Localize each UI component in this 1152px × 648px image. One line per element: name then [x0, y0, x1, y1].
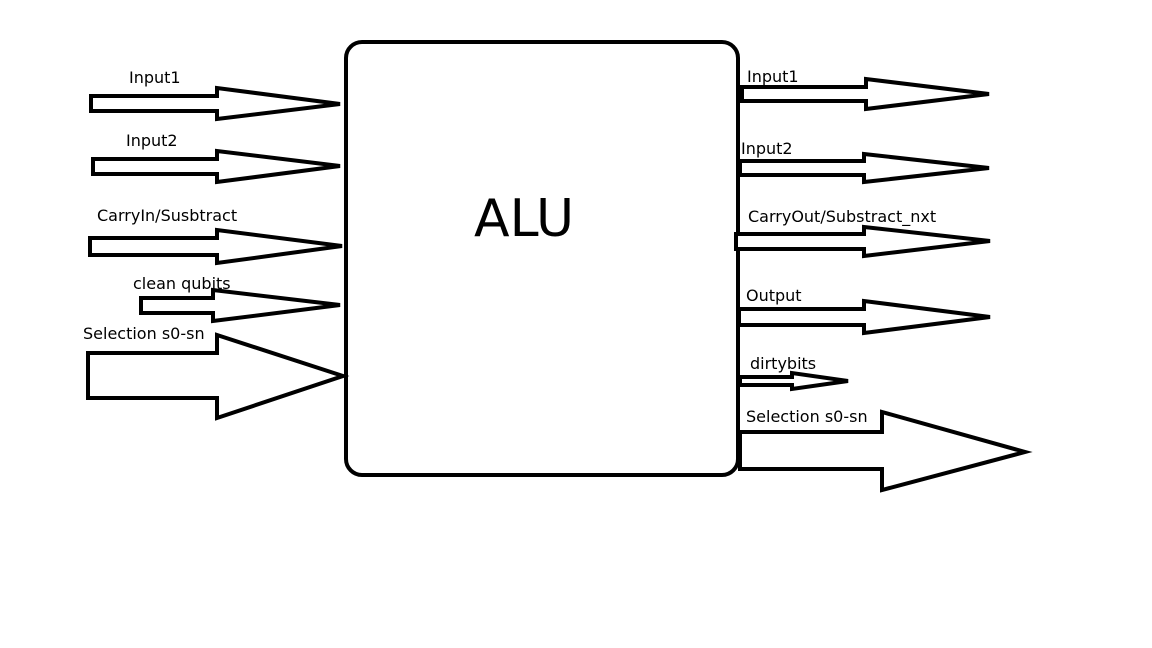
input-label-selection: Selection s0-sn: [83, 324, 205, 343]
input-label-clean-qubits: clean qubits: [133, 274, 231, 293]
output-arrow-output: [737, 298, 991, 336]
input-label-input2: Input2: [126, 131, 178, 150]
output-label-dirtybits: dirtybits: [750, 354, 816, 373]
output-label-selection: Selection s0-sn: [746, 407, 868, 426]
output-arrow-input2: [738, 151, 990, 185]
input-arrow-selection: [86, 332, 350, 421]
output-arrow-selection: [738, 409, 1033, 493]
output-label-input1: Input1: [747, 67, 799, 86]
input-label-carryin: CarryIn/Susbtract: [97, 206, 237, 225]
input-arrow-clean-qubits: [139, 287, 341, 324]
input-arrow-input2: [91, 148, 341, 185]
output-arrow-dirtybits: [738, 370, 849, 392]
output-label-input2: Input2: [741, 139, 793, 158]
input-arrow-input1: [89, 85, 341, 122]
output-arrow-carryout: [734, 224, 991, 259]
alu-block: [344, 40, 740, 477]
output-label-output: Output: [746, 286, 802, 305]
output-arrow-input1: [740, 76, 990, 112]
output-label-carryout: CarryOut/Substract_nxt: [748, 207, 936, 227]
input-arrow-carryin: [88, 227, 343, 266]
input-label-input1: Input1: [129, 68, 181, 87]
alu-title: ALU: [474, 189, 574, 249]
